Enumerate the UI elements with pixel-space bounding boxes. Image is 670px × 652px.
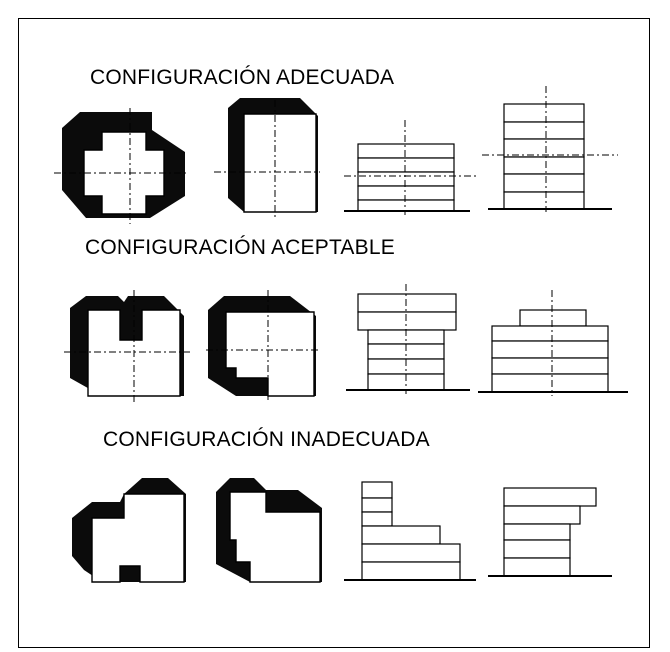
inadecuada-plan-l-shape <box>216 478 322 583</box>
aceptable-elevation-stepped <box>478 290 628 396</box>
inadecuada-elevation-cantilever <box>488 487 612 577</box>
inadecuada-plan-irregular <box>72 478 186 583</box>
adecuada-elevation-low <box>344 120 478 215</box>
heading-configuracion-aceptable: CONFIGURACIÓN ACEPTABLE <box>85 236 395 259</box>
adecuada-elevation-tall <box>482 86 618 212</box>
aceptable-plan-u-shape <box>64 290 190 404</box>
heading-configuracion-adecuada: CONFIGURACIÓN ADECUADA <box>90 66 395 89</box>
inadecuada-elevation-l-shape <box>344 481 476 581</box>
adecuada-plan-cross <box>54 108 188 224</box>
aceptable-elevation-top-wide <box>346 284 470 394</box>
adecuada-plan-rectangle <box>214 98 320 220</box>
heading-configuracion-inadecuada: CONFIGURACIÓN INADECUADA <box>103 428 430 451</box>
aceptable-plan-notched <box>206 290 320 400</box>
